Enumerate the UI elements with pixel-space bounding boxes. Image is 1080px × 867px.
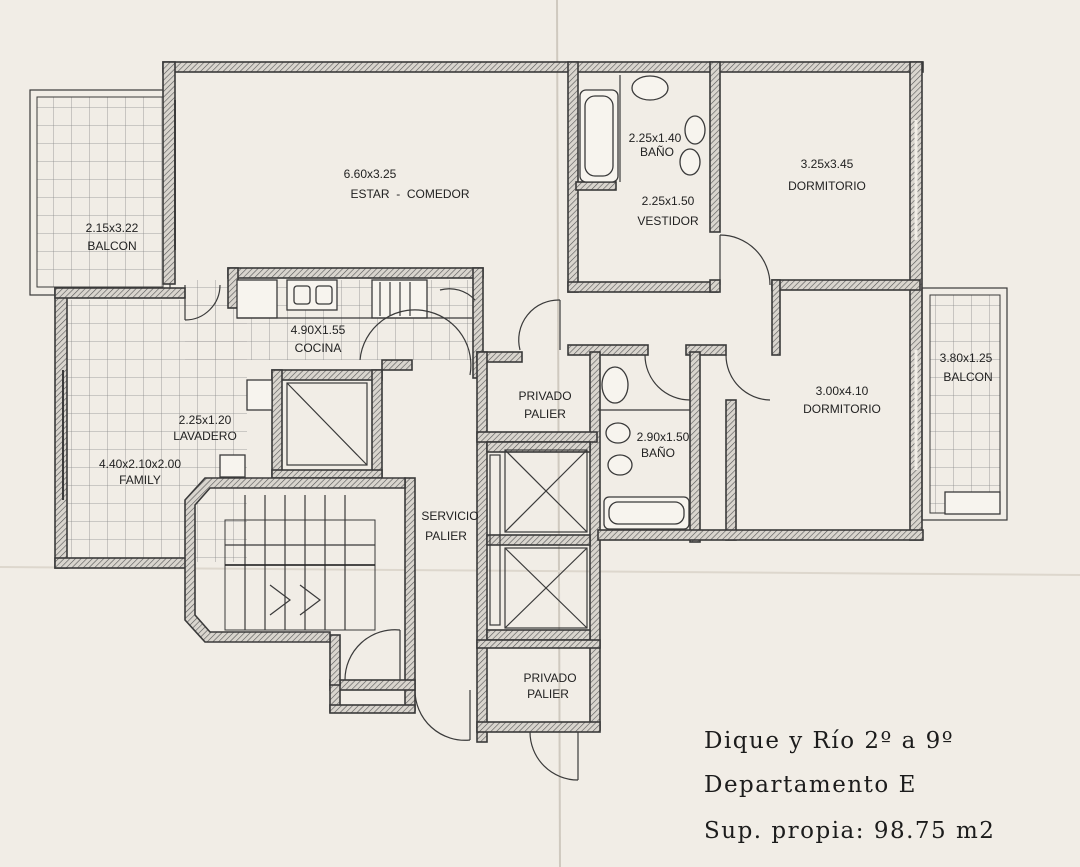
estar-dims: 6.60x3.25 [344, 167, 397, 181]
balcon-right-dims: 3.80x1.25 [940, 351, 993, 365]
bano-mid-dims: 2.90x1.50 [637, 430, 690, 444]
balcony-left [29, 89, 171, 296]
lavadero-name: LAVADERO [173, 429, 237, 443]
family-dims: 4.40x2.10x2.00 [99, 457, 181, 471]
balcony-right [921, 287, 1008, 521]
servicio-palier-line2: PALIER [425, 529, 467, 543]
cocina-dims: 4.90X1.55 [291, 323, 346, 337]
privado-palier-bottom-line2: PALIER [527, 687, 569, 701]
family-name: FAMILY [119, 473, 161, 487]
dormitorio-bottom-name: DORMITORIO [803, 402, 881, 416]
cocina-name: COCINA [295, 341, 342, 355]
bath-mid-fixtures [598, 366, 690, 530]
caption-area: Sup. propia: 98.75 m2 [704, 818, 996, 844]
balcon-left-dims: 2.15x3.22 [86, 221, 139, 235]
kitchen-fixtures [219, 279, 472, 478]
privado-palier-top-line2: PALIER [524, 407, 566, 421]
privado-palier-bottom-line1: PRIVADO [523, 671, 576, 685]
bano-top-name: BAÑO [640, 145, 674, 159]
windows [62, 100, 918, 500]
dormitorio-top-dims: 3.25x3.45 [801, 157, 854, 171]
estar-name: ESTAR - COMEDOR [350, 187, 469, 201]
dormitorio-top-name: DORMITORIO [788, 179, 866, 193]
family-area [62, 280, 480, 562]
caption-address: Dique y Río 2º a 9º [704, 728, 955, 754]
lavadero-dims: 2.25x1.20 [179, 413, 232, 427]
vestidor-name: VESTIDOR [637, 214, 699, 228]
balcon-right-name: BALCON [943, 370, 992, 384]
vestidor-dims: 2.25x1.50 [642, 194, 695, 208]
shafts [286, 382, 588, 629]
dormitorio-bottom-dims: 3.00x4.10 [816, 384, 869, 398]
privado-palier-top-line1: PRIVADO [518, 389, 571, 403]
bano-top-dims: 2.25x1.40 [629, 131, 682, 145]
bath-top-fixtures [579, 75, 706, 183]
bano-mid-name: BAÑO [641, 446, 675, 460]
balcon-left-name: BALCON [87, 239, 136, 253]
caption-unit: Departamento E [704, 772, 917, 798]
servicio-palier-line1: SERVICIO [421, 509, 478, 523]
stairs [224, 495, 376, 631]
doors [184, 234, 771, 781]
